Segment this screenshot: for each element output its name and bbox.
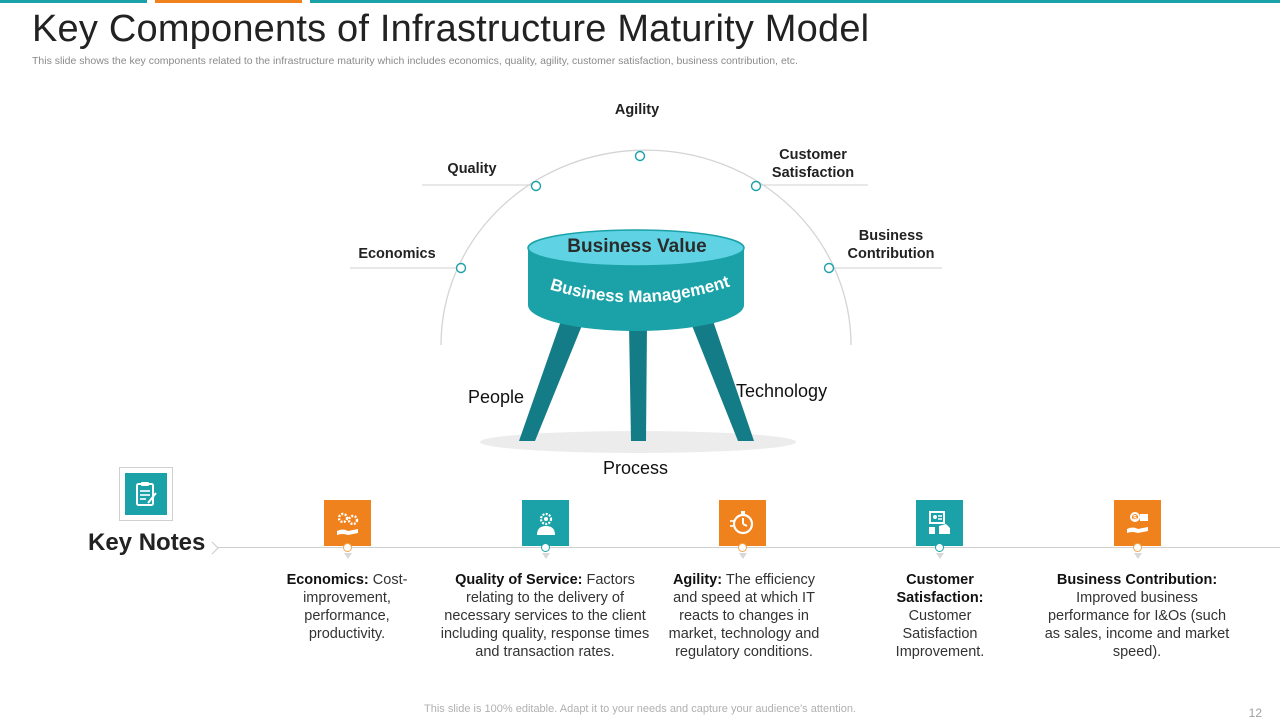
arc-dot-quality xyxy=(530,180,542,192)
arc-dot-economics xyxy=(455,262,467,274)
timeline-dot xyxy=(541,543,550,552)
top-accent-bar-orange xyxy=(155,0,302,3)
stool-shadow xyxy=(480,431,796,453)
business-value-label: Business Value xyxy=(567,236,707,257)
economics-label: Economics xyxy=(358,246,436,262)
note-heading: Agility: xyxy=(672,572,723,588)
top-accent-bar-teal-right xyxy=(310,0,1280,3)
arc-dot-customer-satisfaction xyxy=(750,180,762,192)
note-heading: Business Contribution: xyxy=(1056,572,1218,588)
note-body: Improved business performance for I&Os (… xyxy=(1044,590,1230,660)
timeline-dot xyxy=(343,543,352,552)
note-body: Cost-improvement, performance, productiv… xyxy=(303,572,408,642)
agility-label: Agility xyxy=(614,102,660,118)
business-contribution-label: Business Contribution xyxy=(847,228,935,262)
components-arc xyxy=(440,149,852,346)
service-person-icon xyxy=(522,500,569,546)
timeline-pointer xyxy=(344,553,352,559)
page-number: 12 xyxy=(1248,706,1262,720)
note-business-contribution: Business Contribution: Improved business… xyxy=(1044,571,1230,661)
timeline-pointer xyxy=(936,553,944,559)
page-title: Key Components of Infrastructure Maturit… xyxy=(32,8,870,50)
note-customer-satisfaction: Customer Satisfaction: Customer Satisfac… xyxy=(880,571,1000,661)
arc-dot-agility xyxy=(634,150,646,162)
stool-seat-top xyxy=(527,229,745,267)
stool-diagram-graphic: Business Management xyxy=(350,149,942,453)
people-label: People xyxy=(468,387,525,407)
note-quality-of-service: Quality of Service: Factors relating to … xyxy=(440,571,650,661)
note-heading: Economics: xyxy=(286,572,369,588)
key-notes-timeline xyxy=(218,547,1280,548)
stool-seat-band xyxy=(528,248,744,331)
timeline-pointer xyxy=(542,553,550,559)
note-body: Customer Satisfaction Improvement. xyxy=(895,608,985,660)
key-notes-title: Key Notes xyxy=(88,529,206,556)
quality-label: Quality xyxy=(447,161,497,177)
timeline-pointer xyxy=(739,553,747,559)
stool-leg-left xyxy=(519,315,585,441)
key-notes-icon-frame xyxy=(119,467,173,521)
note-agility: Agility: The efficiency and speed at whi… xyxy=(664,571,824,661)
key-notes-chevron-icon xyxy=(211,541,219,555)
money-hand-icon: $ xyxy=(1114,500,1161,546)
timeline-pointer xyxy=(1134,553,1142,559)
timeline-dot xyxy=(935,543,944,552)
page-subtitle: This slide shows the key components rela… xyxy=(32,55,798,67)
timeline-dot xyxy=(738,543,747,552)
svg-text:$: $ xyxy=(1133,515,1137,522)
maturity-diagram: Business Management Business Value Agili… xyxy=(350,102,942,478)
stool-leg-middle xyxy=(629,324,647,441)
footer-note: This slide is 100% editable. Adapt it to… xyxy=(424,703,856,715)
technology-label: Technology xyxy=(736,381,828,401)
gears-hand-icon xyxy=(324,500,371,546)
customer-satisfaction-label: Customer Satisfaction xyxy=(771,147,855,181)
process-label: Process xyxy=(603,458,669,478)
arc-dot-business-contribution xyxy=(823,262,835,274)
customer-satisfaction-icon xyxy=(916,500,963,546)
note-heading: Quality of Service: xyxy=(455,572,583,588)
timeline-dot xyxy=(1133,543,1142,552)
stool-leg-right xyxy=(689,315,754,441)
stopwatch-icon xyxy=(719,500,766,546)
note-heading: Customer Satisfaction: xyxy=(896,572,984,606)
note-economics: Economics: Cost-improvement, performance… xyxy=(276,571,418,643)
clipboard-icon xyxy=(125,473,167,515)
note-body: Factors relating to the delivery of nece… xyxy=(440,572,650,660)
note-body: The efficiency and speed at which IT rea… xyxy=(668,572,820,660)
top-accent-bar-teal-left xyxy=(0,0,147,3)
